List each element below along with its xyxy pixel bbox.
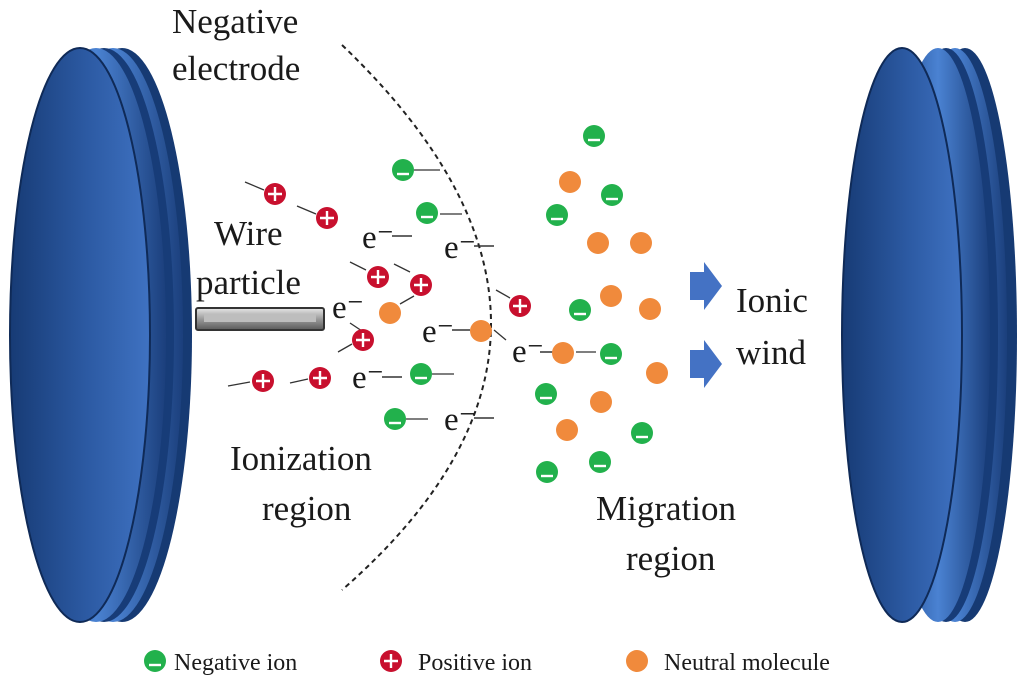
ionic-wind-label-line2: wind (736, 333, 807, 372)
neutral-molecules (379, 171, 668, 441)
wire-particle-label-line1: Wire (214, 214, 283, 253)
positive-ion (252, 370, 274, 392)
negative-ion (410, 363, 432, 385)
negative-electrode-label-line2: electrode (172, 49, 300, 88)
ionic-wind-arrow-lower (690, 340, 722, 388)
neutral-molecule (590, 391, 612, 413)
negative-ion (631, 422, 653, 444)
negative-ion (392, 159, 414, 181)
electron-4: e⁻ (422, 314, 470, 350)
ionization-region-label-line2: region (262, 489, 351, 528)
electron-1: e⁻ (362, 220, 412, 256)
positive-ion (264, 183, 286, 205)
negative-ion (384, 408, 406, 430)
neutral-molecule-swatch (626, 650, 648, 672)
negative-ion (600, 343, 622, 365)
right-electrode-disc (841, 47, 1017, 623)
positive-ion (410, 274, 432, 296)
negative-ion (601, 184, 623, 206)
neutral-molecule (470, 320, 492, 342)
positive-ion (509, 295, 531, 317)
electron-6: e⁻ (352, 360, 402, 396)
negative-ion (535, 383, 557, 405)
positive-ion (367, 266, 389, 288)
positive-ion (309, 367, 331, 389)
neutral-molecule (552, 342, 574, 364)
neutral-molecule (556, 419, 578, 441)
negative-ion (589, 451, 611, 473)
negative-electrode-label-line1: Negative (172, 2, 298, 41)
electron-symbol: e⁻ (332, 290, 364, 326)
neutral-molecule (630, 232, 652, 254)
neutral-molecule (559, 171, 581, 193)
electron-symbol: e⁻ (352, 360, 384, 396)
ionic-wind-arrow-upper (690, 262, 722, 310)
negative-ion (546, 204, 568, 226)
negative-ion (536, 461, 558, 483)
positive-ions (252, 183, 531, 392)
left-electrode-disc (9, 47, 192, 623)
wire-particle-highlight (204, 314, 316, 322)
positive-ion (352, 329, 374, 351)
legend-negative-ion: Negative ion (144, 650, 297, 676)
migration-region-label-line1: Migration (596, 489, 736, 528)
electron-5: e⁻ (512, 334, 556, 370)
neutral-molecule (600, 285, 622, 307)
neutral-molecule (587, 232, 609, 254)
ionic-wind-label-line1: Ionic (736, 281, 808, 320)
electron-symbol: e⁻ (444, 230, 476, 266)
electron-symbol: e⁻ (512, 334, 544, 370)
electron-symbol: e⁻ (444, 402, 476, 438)
neutral-molecule (639, 298, 661, 320)
legend-negative-ion-label: Negative ion (174, 650, 297, 676)
motion-trails (227, 169, 596, 420)
legend: Negative ion Positive ion Neutral molecu… (144, 650, 830, 676)
neutral-molecule (646, 362, 668, 384)
legend-neutral-molecule-label: Neutral molecule (664, 650, 830, 676)
negative-ion (583, 125, 605, 147)
legend-neutral-molecule: Neutral molecule (626, 650, 830, 676)
negative-ion-swatch (144, 650, 166, 672)
neutral-molecule (379, 302, 401, 324)
migration-region-label-line2: region (626, 539, 715, 578)
electron-7: e⁻ (444, 402, 494, 438)
wire-particle-label-line2: particle (196, 263, 301, 302)
ionization-boundary (341, 44, 492, 591)
negative-ion (569, 299, 591, 321)
electron-symbol: e⁻ (362, 220, 394, 256)
negative-ion (416, 202, 438, 224)
electron-symbol: e⁻ (422, 314, 454, 350)
ionization-region-label-line1: Ionization (230, 439, 372, 478)
legend-positive-ion-label: Positive ion (418, 650, 532, 676)
electron-3: e⁻ (332, 290, 364, 326)
negative-ions (384, 125, 653, 483)
electron-2: e⁻ (444, 230, 494, 266)
positive-ion (316, 207, 338, 229)
legend-positive-ion: Positive ion (380, 650, 532, 676)
